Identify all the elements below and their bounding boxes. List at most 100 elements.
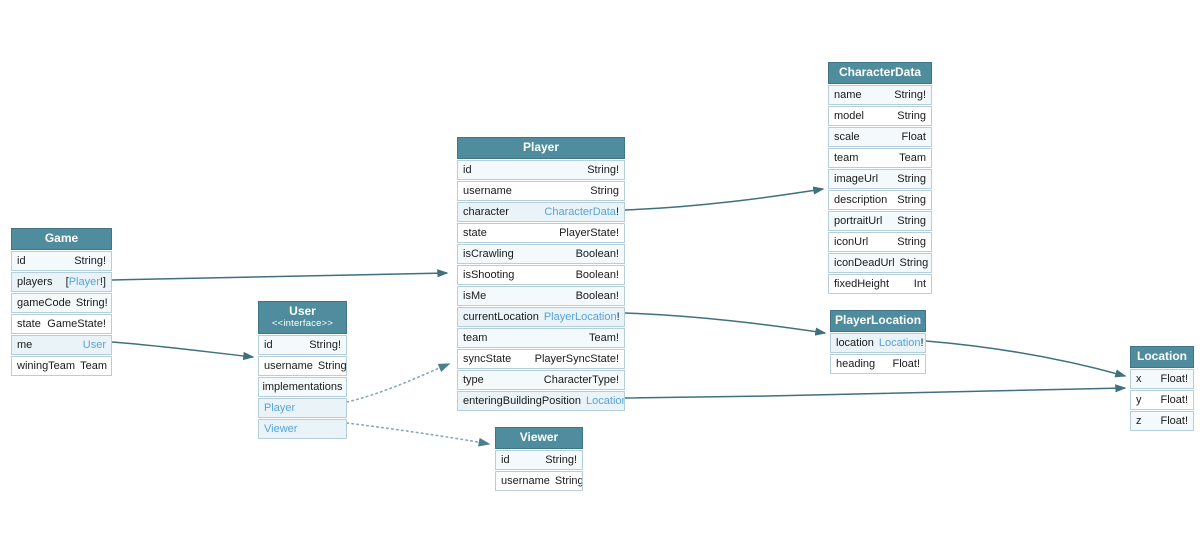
field-type: Team [80, 359, 107, 372]
table-title: Viewer [519, 430, 559, 444]
field-link[interactable]: Viewer [264, 422, 298, 435]
field-name: name [834, 88, 862, 101]
table-header-player[interactable]: Player [457, 137, 625, 159]
row-user-Player[interactable]: Player [258, 397, 347, 418]
row-user-Viewer[interactable]: Viewer [258, 418, 347, 439]
type-prefix: [ [65, 275, 69, 288]
field-name: imageUrl [834, 172, 879, 185]
field-type: Location [586, 394, 625, 407]
field-name: gameCode [17, 296, 71, 309]
row-characterdata-imageUrl[interactable]: imageUrl String [828, 168, 932, 189]
field-name: team [463, 331, 488, 344]
row-user-implementations[interactable]: implementations [258, 376, 347, 397]
type-link[interactable]: CharacterData [544, 205, 616, 218]
type-suffix: !] [99, 275, 106, 288]
table-header-playerlocation[interactable]: PlayerLocation [830, 310, 926, 332]
field-name: username [264, 359, 313, 372]
type-link[interactable]: Location [586, 394, 625, 407]
type-link[interactable]: Player [68, 275, 100, 288]
field-type: User [83, 339, 106, 351]
field-name: iconDeadUrl [834, 256, 895, 269]
field-type: CharacterType! [543, 373, 619, 386]
field-name: scale [834, 130, 860, 143]
field-name: heading [836, 357, 876, 370]
field-type: PlayerLocation! [544, 311, 620, 323]
type-link[interactable]: Location [878, 336, 921, 349]
edge-game-players-to-player [111, 269, 449, 281]
row-game-players[interactable]: players[Player!] [11, 271, 112, 292]
row-characterdata-scale[interactable]: scale Float [828, 126, 932, 147]
table-title: Game [44, 231, 79, 245]
field-name: model [834, 109, 864, 122]
field-name: y [1136, 393, 1142, 406]
field-type: GameState! [47, 317, 106, 330]
field-type: CharacterData! [544, 206, 619, 218]
field-type: Team! [589, 331, 619, 344]
table-header-location[interactable]: Location [1130, 346, 1194, 368]
edge-game-me-to-user [111, 341, 255, 361]
table-header-game[interactable]: Game [11, 228, 112, 250]
field-type: Float [901, 130, 926, 143]
field-type: String [897, 193, 926, 206]
row-player-team[interactable]: team Team! [457, 327, 625, 348]
table-header-viewer[interactable]: Viewer [495, 427, 583, 449]
table-title: Player [522, 140, 560, 154]
field-link[interactable]: Player [264, 401, 296, 414]
table-header-characterdata[interactable]: CharacterData [828, 62, 932, 84]
field-name: id [264, 338, 273, 351]
type-link[interactable]: PlayerLocation [543, 310, 617, 323]
type-link[interactable]: User [82, 338, 106, 351]
field-type: String [897, 172, 926, 185]
field-name: iconUrl [834, 235, 869, 248]
table-header-user[interactable]: User<<interface>> [258, 301, 347, 334]
row-game-state[interactable]: state GameState! [11, 313, 112, 334]
type-suffix: ! [615, 205, 619, 218]
table-title: PlayerLocation [835, 313, 922, 327]
field-name: state [463, 226, 487, 239]
field-name: username [463, 184, 512, 197]
field-type: String [590, 184, 619, 197]
field-name: isCrawling [463, 247, 514, 260]
field-name: z [1136, 414, 1142, 427]
row-player-username[interactable]: username String [457, 180, 625, 201]
field-name: state [17, 317, 41, 330]
edge-user-player-to-player [346, 363, 451, 403]
field-type: PlayerSyncState! [534, 352, 619, 365]
field-name: team [834, 151, 859, 164]
field-name: x [1136, 372, 1142, 385]
